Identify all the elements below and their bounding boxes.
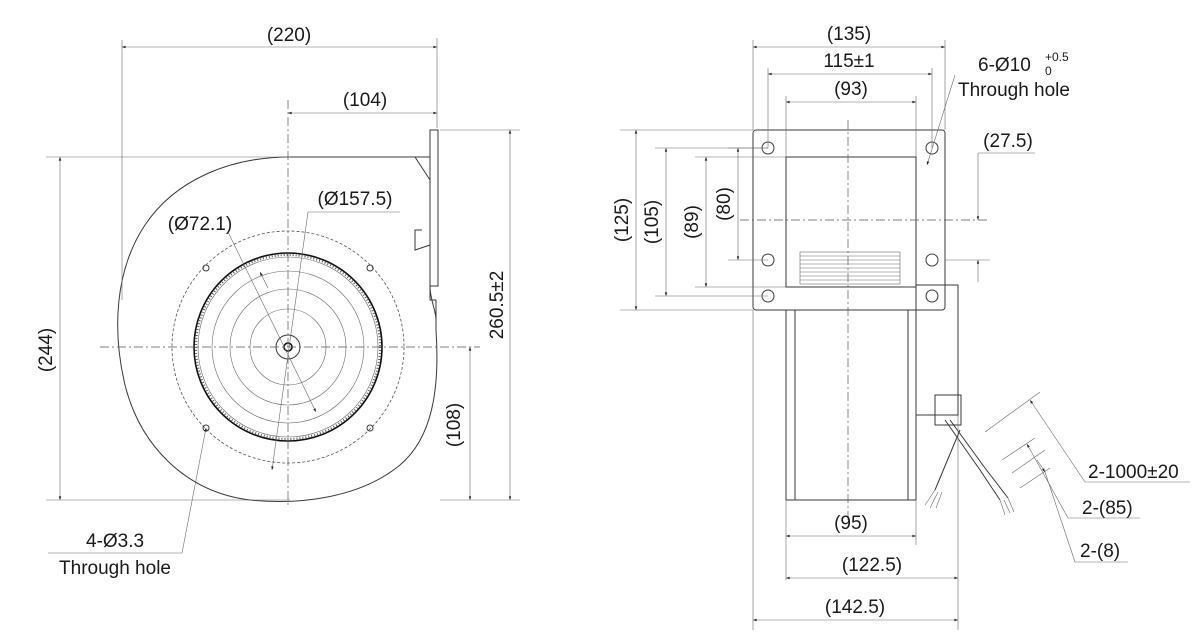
dim-width-total: (220) [267,25,311,46]
dim-hole-span: (105) [642,200,663,244]
front-view: (220) (104) (244) 260.5±2 (108) (Ø72.1) … [36,25,520,579]
terminal-box [934,394,962,426]
mount-hole-icon [366,264,374,272]
dim-inlet-dia: (Ø72.1) [168,214,232,235]
dim-opening-width: (93) [834,79,868,100]
dim-overall-depth: (142.5) [825,597,885,618]
mount-holes-count: 4-Ø3.3 [86,531,144,552]
dim-flange-height: 260.5±2 [487,271,508,340]
outlet-opening [785,156,917,288]
dim-outlet-edge: (27.5) [983,131,1033,152]
side-view: (135) 115±1 (93) 6-Ø10 +0.5 0 Through ho… [612,24,1190,630]
dim-center-height: (108) [444,403,465,447]
dim-height-total: (244) [36,328,57,372]
flange-hole-icon [925,289,939,303]
flange-holes-tol-lower: 0 [1045,64,1052,78]
flange-hole-icon [925,253,939,267]
flange-holes-count: 6-Ø10 [978,55,1031,76]
outlet-flange [429,129,439,287]
housing-outline [117,156,438,502]
lead-strip: 2-(85) [1082,498,1133,519]
lead-length: 2-1000±20 [1088,462,1179,483]
mount-hole-icon [366,424,374,432]
dim-motor-width: (95) [834,513,868,534]
flange-holes-tol-upper: +0.5 [1045,50,1069,64]
dim-opening-height: (89) [682,205,703,239]
lead-wires [944,419,1001,501]
dim-body-width: (122.5) [842,555,902,576]
mount-hole-icon [202,264,210,272]
dim-center-hole: (80) [714,187,735,221]
dim-flange-height-side: (125) [612,198,633,242]
dim-hole-pitch: 115±1 [823,51,874,72]
flange-holes-type: Through hole [958,80,1070,101]
dim-width-overall: (135) [827,24,871,45]
lead-end: 2-(8) [1080,541,1120,562]
dim-housing-dia: (Ø157.5) [318,189,393,210]
motor-body [785,309,917,501]
mount-holes-type: Through hole [59,558,171,579]
dim-outlet-offset: (104) [343,90,387,111]
